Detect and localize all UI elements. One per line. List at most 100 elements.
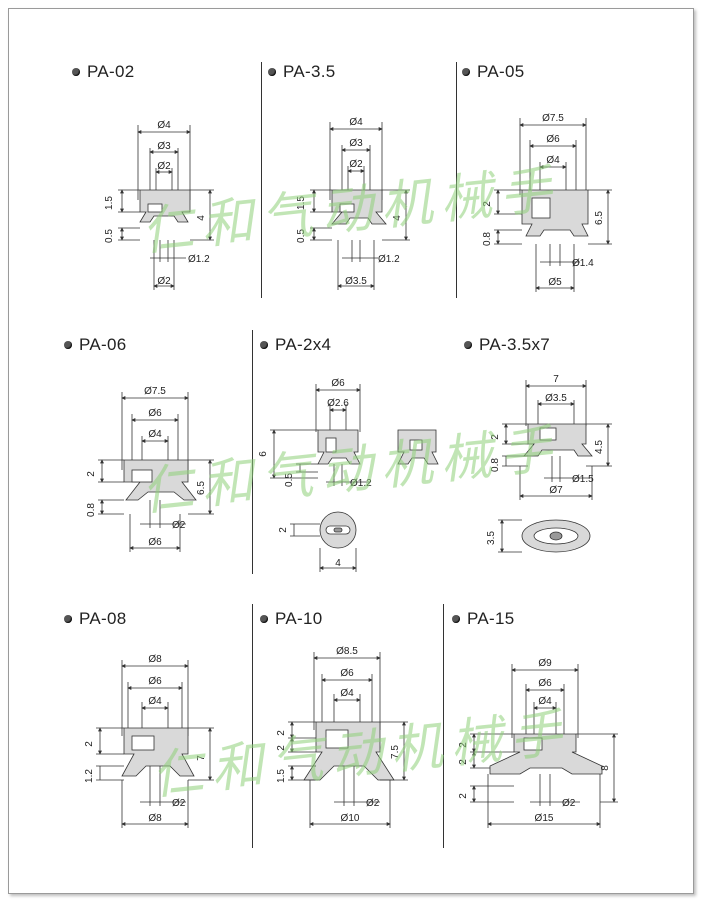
drawing-pa-02 [118, 125, 214, 290]
bullet-icon [268, 68, 276, 76]
dim-label: 2 [482, 201, 493, 207]
dim-label: 1.2 [84, 769, 95, 783]
drawing-pa-08 [96, 660, 214, 828]
dim-label: Ø2 [157, 161, 171, 172]
dim-label: 1.5 [276, 769, 287, 783]
dim-label: Ø6 [538, 678, 552, 689]
dim-label: 1.5 [104, 196, 115, 210]
labels-pa-06: Ø7.5 Ø6 Ø4 2 0.8 6.5 Ø2 Ø6 [86, 386, 207, 548]
title-pa-10: PA-10 [260, 609, 323, 629]
dim-label: Ø4 [340, 688, 354, 699]
dim-label: Ø1.2 [350, 478, 372, 489]
bullet-icon [72, 68, 80, 76]
dim-label: Ø2 [172, 798, 186, 809]
dim-label: 0.8 [86, 503, 97, 517]
drawing-pa-15 [470, 664, 618, 828]
dim-label: Ø2 [366, 798, 380, 809]
dim-label: 0.5 [284, 473, 295, 487]
dim-label: Ø2.6 [327, 398, 349, 409]
labels-pa-3-5x7: 7 Ø3.5 2 0.8 4.5 Ø1.5 Ø7 3.5 [486, 374, 605, 545]
dim-label: Ø7.5 [542, 113, 564, 124]
dim-label: 0.5 [104, 229, 115, 243]
dim-label: 2 [278, 527, 289, 533]
dim-label: 0.8 [482, 232, 493, 246]
dim-label: 2 [458, 759, 469, 765]
separator [252, 330, 253, 574]
dim-label: 6 [258, 451, 269, 457]
dim-label: 4 [335, 558, 341, 569]
bullet-icon [452, 615, 460, 623]
dim-label: 7 [553, 374, 559, 385]
dim-label: Ø1.2 [378, 254, 400, 265]
bullet-icon [260, 341, 268, 349]
dim-label: 7.5 [390, 745, 401, 759]
dim-label: Ø1.5 [572, 474, 594, 485]
separator [261, 62, 262, 298]
dim-label: Ø8 [148, 654, 162, 665]
title-pa-2x4: PA-2x4 [260, 335, 331, 355]
title-pa-08: PA-08 [64, 609, 127, 629]
dim-label: 6.5 [196, 481, 207, 495]
separator [456, 62, 457, 298]
drawing-pa-3-5x7 [498, 380, 612, 553]
dim-label: 2 [84, 741, 95, 747]
bullet-icon [464, 341, 472, 349]
dim-label: Ø2 [562, 798, 576, 809]
dim-label: 7 [196, 755, 207, 761]
title-pa-05: PA-05 [462, 62, 525, 82]
dim-label: 2 [458, 742, 469, 748]
title-pa-02: PA-02 [72, 62, 135, 82]
title-pa-15: PA-15 [452, 609, 515, 629]
drawing-pa-10 [288, 652, 408, 828]
bullet-icon [64, 615, 72, 623]
dim-label: Ø6 [148, 408, 162, 419]
dim-label: Ø4 [148, 696, 162, 707]
dim-label: Ø4 [148, 429, 162, 440]
labels-pa-02: Ø4 Ø3 Ø2 1.5 0.5 4 Ø1.2 Ø2 [104, 120, 210, 287]
title-pa-3-5: PA-3.5 [268, 62, 336, 82]
dim-label: Ø4 [546, 155, 560, 166]
dim-label: Ø2 [172, 520, 186, 531]
dim-label: 4.5 [594, 440, 605, 454]
dim-label: 3.5 [486, 531, 497, 545]
dim-label: Ø6 [148, 537, 162, 548]
labels-pa-2x4: Ø6 Ø2.6 6 0.5 Ø1.2 2 4 [258, 378, 372, 569]
dim-label: 4 [392, 215, 403, 221]
dim-label: Ø3 [349, 138, 363, 149]
dim-label: Ø9 [538, 658, 552, 669]
dim-label: Ø4 [157, 120, 171, 131]
dim-label: Ø4 [538, 696, 552, 707]
dim-label: Ø2 [349, 159, 363, 170]
dim-label: 8 [600, 765, 611, 771]
dim-label: Ø8.5 [336, 646, 358, 657]
dim-label: 2 [86, 471, 97, 477]
labels-pa-10: Ø8.5 Ø6 Ø4 2 2 1.5 7.5 Ø2 Ø10 [276, 646, 401, 824]
dim-label: Ø2 [157, 276, 171, 287]
labels-pa-3-5: Ø4 Ø3 Ø2 1.5 0.5 4 Ø1.2 Ø3.5 [296, 117, 403, 287]
separator [252, 604, 253, 848]
dim-label: Ø4 [349, 117, 363, 128]
drawing-pa-2x4 [270, 384, 439, 572]
dim-label: Ø7.5 [144, 386, 166, 397]
dim-label: Ø10 [341, 813, 360, 824]
dim-label: Ø3.5 [345, 276, 367, 287]
dim-label: 4 [196, 215, 207, 221]
dim-label: 2 [276, 730, 287, 736]
dim-label: 2 [458, 793, 469, 799]
dim-label: Ø6 [148, 676, 162, 687]
title-pa-06: PA-06 [64, 335, 127, 355]
drawing-pa-05 [494, 118, 612, 292]
dim-label: Ø6 [546, 134, 560, 145]
dim-label: Ø3.5 [545, 393, 567, 404]
dim-label: Ø15 [535, 813, 554, 824]
labels-pa-15: Ø9 Ø6 Ø4 2 2 2 8 Ø2 Ø15 [458, 658, 611, 824]
dim-label: Ø5 [548, 277, 562, 288]
drawing-pa-06 [98, 392, 214, 552]
dim-label: Ø1.4 [572, 258, 594, 269]
separator [443, 604, 444, 848]
labels-pa-08: Ø8 Ø6 Ø4 2 1.2 7 Ø2 Ø8 [84, 654, 207, 824]
dim-label: 0.5 [296, 229, 307, 243]
dim-label: Ø6 [331, 378, 345, 389]
labels-pa-05: Ø7.5 Ø6 Ø4 2 0.8 6.5 Ø1.4 Ø5 [482, 113, 605, 288]
